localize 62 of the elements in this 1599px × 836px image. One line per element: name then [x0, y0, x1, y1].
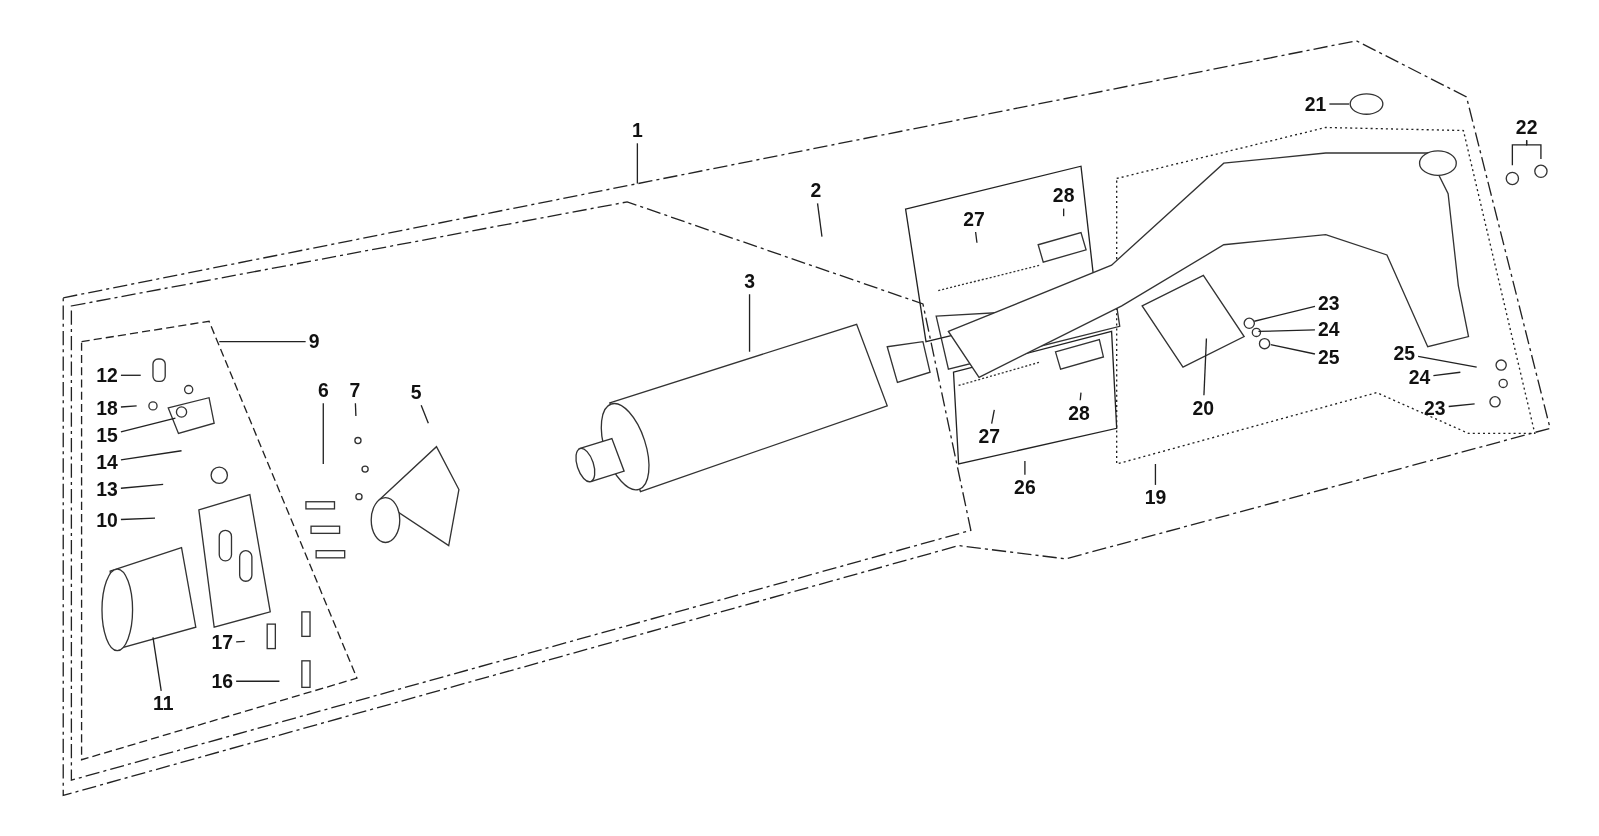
leader-line: [120, 450, 183, 461]
callout-number: 24: [1408, 367, 1431, 387]
callout-number: 10: [96, 510, 118, 530]
leader-line: [816, 202, 823, 238]
callout-number: 18: [96, 398, 118, 418]
leader-line: [748, 293, 751, 353]
callout-number: 15: [96, 425, 118, 446]
callout-number: 13: [96, 479, 118, 500]
callout-number: 22: [1515, 117, 1538, 138]
callout-number: 27: [963, 209, 985, 229]
callout-number: 5: [410, 382, 422, 403]
callout-number: 19: [1144, 487, 1167, 508]
leader-line: [1432, 371, 1461, 377]
leader-line: [1063, 207, 1065, 217]
leader-line: [218, 340, 307, 343]
leader-line: [1417, 355, 1478, 368]
callout-number: 2: [810, 181, 822, 201]
leader-line: [1525, 139, 1542, 160]
leader-line: [235, 640, 246, 643]
leader-line: [974, 231, 978, 244]
callout-number: 1: [632, 120, 643, 141]
callout-number: 6: [317, 380, 329, 401]
callout-number: 28: [1068, 403, 1090, 423]
callout-number: 24: [1318, 319, 1340, 340]
callout-number: 7: [349, 380, 361, 401]
leader-line: [1448, 403, 1476, 408]
leader-line: [991, 409, 995, 425]
leader-line: [1024, 460, 1026, 476]
callout-number: 23: [1318, 293, 1340, 313]
leader-line: [1328, 103, 1350, 105]
leader-line: [354, 402, 357, 417]
callout-number: 16: [211, 671, 234, 691]
leader-line: [120, 417, 177, 433]
leader-line: [235, 680, 281, 682]
leader-line: [120, 374, 142, 376]
callout-number: 14: [96, 452, 118, 472]
callout-number: 9: [308, 331, 320, 352]
leader-line: [322, 402, 324, 465]
leader-line: [1203, 337, 1208, 396]
callout-number: 27: [978, 426, 1000, 447]
callout-number: 20: [1192, 398, 1215, 418]
leader-line: [120, 405, 138, 408]
leader-line: [1154, 463, 1157, 486]
leader-line: [420, 404, 429, 424]
callout-number: 17: [211, 632, 234, 653]
callout-number: 26: [1014, 477, 1036, 498]
leader-line: [152, 636, 162, 692]
callout-number: 23: [1424, 398, 1446, 418]
callout-number: 12: [96, 365, 118, 385]
callout-number: 21: [1304, 94, 1327, 114]
leader-line: [1253, 305, 1316, 322]
leader-line: [1270, 344, 1316, 355]
callout-number: 11: [152, 693, 174, 714]
leader-line: [120, 517, 156, 521]
leader-line: [120, 483, 164, 489]
callout-number: 28: [1052, 186, 1075, 206]
leader-line: [1257, 329, 1316, 333]
callout-number: 25: [1318, 347, 1340, 367]
callout-number: 3: [744, 271, 755, 292]
leader-line: [1079, 391, 1082, 401]
leader-line: [636, 142, 639, 185]
callout-number: 25: [1393, 344, 1416, 364]
